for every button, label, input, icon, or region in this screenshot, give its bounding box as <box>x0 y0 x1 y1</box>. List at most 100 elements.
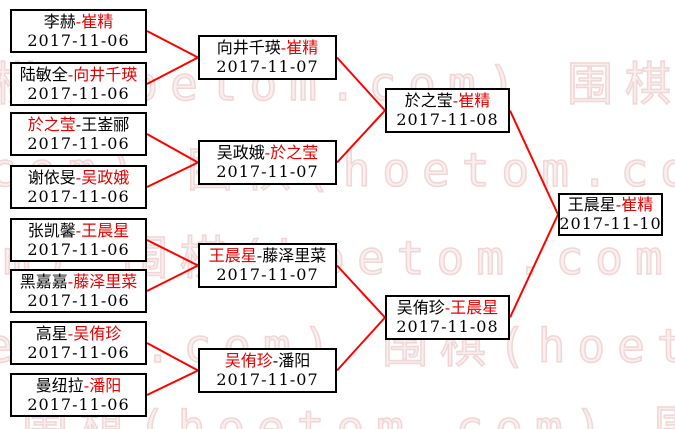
match-players: 李赫-崔精 <box>44 12 113 31</box>
match-date: 2017-11-07 <box>216 57 319 76</box>
match-date: 2017-11-06 <box>27 30 130 50</box>
versus-separator: - <box>264 143 271 162</box>
player-name: 吴政娥 <box>216 143 265 162</box>
versus-separator: - <box>83 375 90 395</box>
versus-separator: - <box>67 271 74 291</box>
match-date: 2017-11-06 <box>27 83 130 103</box>
match-date: 2017-11-06 <box>27 133 130 153</box>
bracket-connector-line <box>146 369 199 396</box>
player-name: 吴侑珍 <box>224 351 273 370</box>
bracket-connector-line <box>146 264 199 292</box>
player-name: 藤泽里菜 <box>262 246 327 265</box>
versus-separator: - <box>256 246 263 265</box>
player-name: 张凯馨 <box>27 220 76 240</box>
match-players: 陆敏全-向井千瑛 <box>20 65 137 84</box>
player-name: 於之莹 <box>404 91 453 110</box>
match-date: 2017-11-06 <box>27 394 130 414</box>
player-name: 於之莹 <box>270 143 319 162</box>
player-name: 藤泽里菜 <box>73 271 138 291</box>
match-date: 2017-11-08 <box>396 110 499 129</box>
player-name: 王晨星 <box>567 195 616 214</box>
match-players: 曼纽拉-潘阳 <box>36 376 121 395</box>
match-date: 2017-11-06 <box>27 239 130 259</box>
bracket-connector-line <box>336 264 386 319</box>
versus-separator: - <box>444 298 451 317</box>
player-name: 王崟郦 <box>81 114 130 134</box>
player-name: 崔精 <box>286 38 319 57</box>
player-name: 陆敏全 <box>19 64 68 84</box>
player-name: 李赫 <box>43 11 76 31</box>
player-name: 黑嘉嘉 <box>19 271 68 291</box>
versus-separator: - <box>75 220 82 240</box>
bracket-connector-line <box>336 109 386 164</box>
versus-separator: - <box>75 11 82 31</box>
match-players: 吴侑珍-潘阳 <box>225 351 310 370</box>
match-players: 吴政娥-於之莹 <box>217 143 318 162</box>
player-name: 向井千瑛 <box>216 38 281 57</box>
player-name: 王晨星 <box>450 298 499 317</box>
match-players: 谢依旻-吴政娥 <box>28 168 129 187</box>
player-name: 潘阳 <box>89 375 122 395</box>
versus-separator: - <box>452 91 459 110</box>
versus-separator: - <box>75 114 82 134</box>
bracket-connector-line <box>146 239 199 267</box>
player-name: 谢依旻 <box>27 167 76 187</box>
match-players: 黑嘉嘉-藤泽里菜 <box>20 272 137 291</box>
versus-separator: - <box>615 195 622 214</box>
player-name: 吴政娥 <box>81 167 130 187</box>
versus-separator: - <box>280 38 287 57</box>
match-date: 2017-11-06 <box>27 290 130 310</box>
match-date: 2017-11-06 <box>27 342 130 362</box>
player-name: 崔精 <box>458 91 491 110</box>
bracket-connector-line <box>336 56 386 112</box>
bracket-connector-line <box>336 316 386 372</box>
match-date: 2017-11-07 <box>216 265 319 284</box>
player-name: 王晨星 <box>208 246 257 265</box>
bracket-connector-line <box>146 161 199 188</box>
player-name: 於之莹 <box>27 114 76 134</box>
versus-separator: - <box>272 351 279 370</box>
player-name: 曼纽拉 <box>35 375 84 395</box>
bracket-connector-line <box>509 214 559 318</box>
match-players: 张凯馨-王晨星 <box>28 221 129 240</box>
versus-separator: - <box>75 167 82 187</box>
player-name: 向井千瑛 <box>73 64 138 84</box>
bracket-connector-line <box>146 342 199 372</box>
match-players: 於之莹-王崟郦 <box>28 115 129 134</box>
match-players: 於之莹-崔精 <box>405 91 490 110</box>
player-name: 崔精 <box>81 11 114 31</box>
match-players: 吴侑珍-王晨星 <box>397 298 498 317</box>
player-name: 王晨星 <box>81 220 130 240</box>
versus-separator: - <box>67 64 74 84</box>
bracket-connector-line <box>146 30 199 59</box>
match-date: 2017-11-06 <box>27 186 130 206</box>
versus-separator: - <box>67 323 74 343</box>
match-players: 王晨星-藤泽里菜 <box>209 246 326 265</box>
player-name: 崔精 <box>621 195 654 214</box>
match-players: 王晨星-崔精 <box>568 195 653 214</box>
match-date: 2017-11-10 <box>559 214 662 233</box>
player-name: 吴侑珍 <box>73 323 122 343</box>
player-name: 高星 <box>35 323 68 343</box>
bracket-connector-line <box>146 56 199 85</box>
match-players: 向井千瑛-崔精 <box>217 38 318 57</box>
player-name: 潘阳 <box>278 351 311 370</box>
match-date: 2017-11-08 <box>396 317 499 336</box>
player-name: 吴侑珍 <box>396 298 445 317</box>
